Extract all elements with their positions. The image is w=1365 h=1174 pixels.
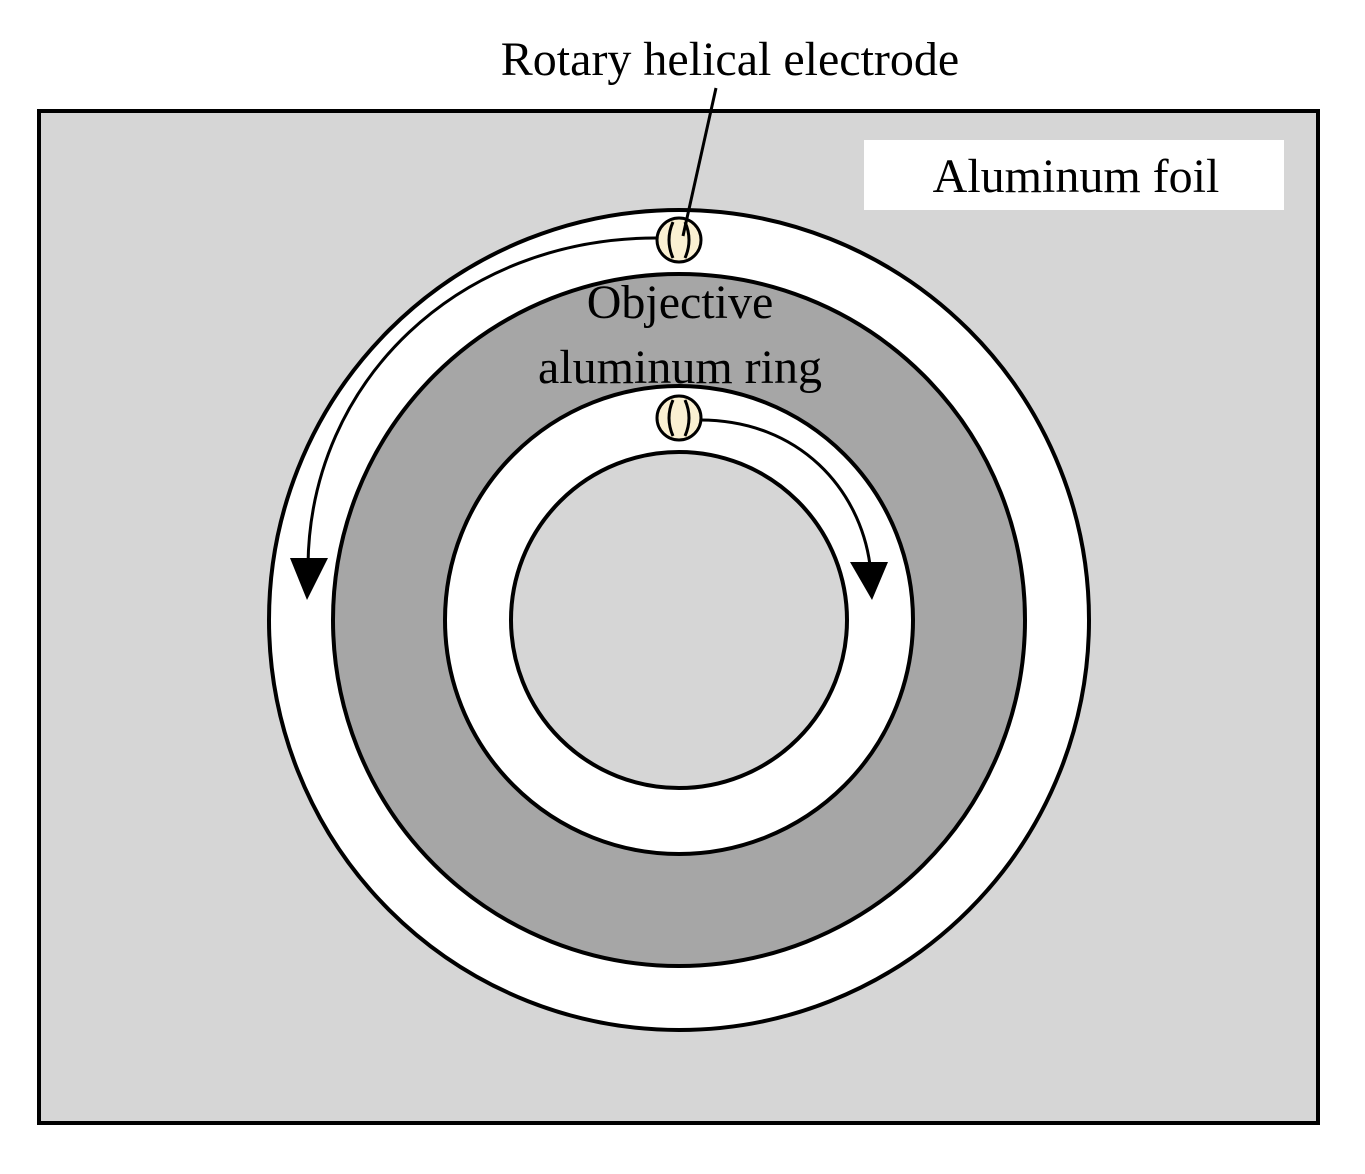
arrow-inner-icon: [699, 418, 872, 566]
electrode-outer-body: [655, 216, 703, 264]
arrow-inner-head: [850, 562, 888, 600]
ring-label-line2: aluminum ring: [538, 341, 822, 394]
electrode-inner-icon: [655, 394, 703, 442]
arrow-outer-icon: [306, 236, 657, 566]
arrow-outer-head: [290, 558, 328, 600]
electrode-inner-helix-left: [667, 399, 675, 437]
ring-label-line1: Objective: [587, 276, 774, 329]
foil-label-box: [864, 140, 1284, 210]
electrode-inner-body: [655, 394, 703, 442]
electrode-leader-line: [681, 87, 718, 237]
electrode-outer-helix-left: [667, 221, 675, 259]
foil-label: Aluminum foil: [933, 150, 1220, 203]
electrode-label: Rotary helical electrode: [501, 33, 959, 86]
electrode-icon: [655, 216, 703, 264]
electrode-inner-helix-right: [683, 399, 691, 437]
inner-foil-disk: [509, 450, 849, 790]
